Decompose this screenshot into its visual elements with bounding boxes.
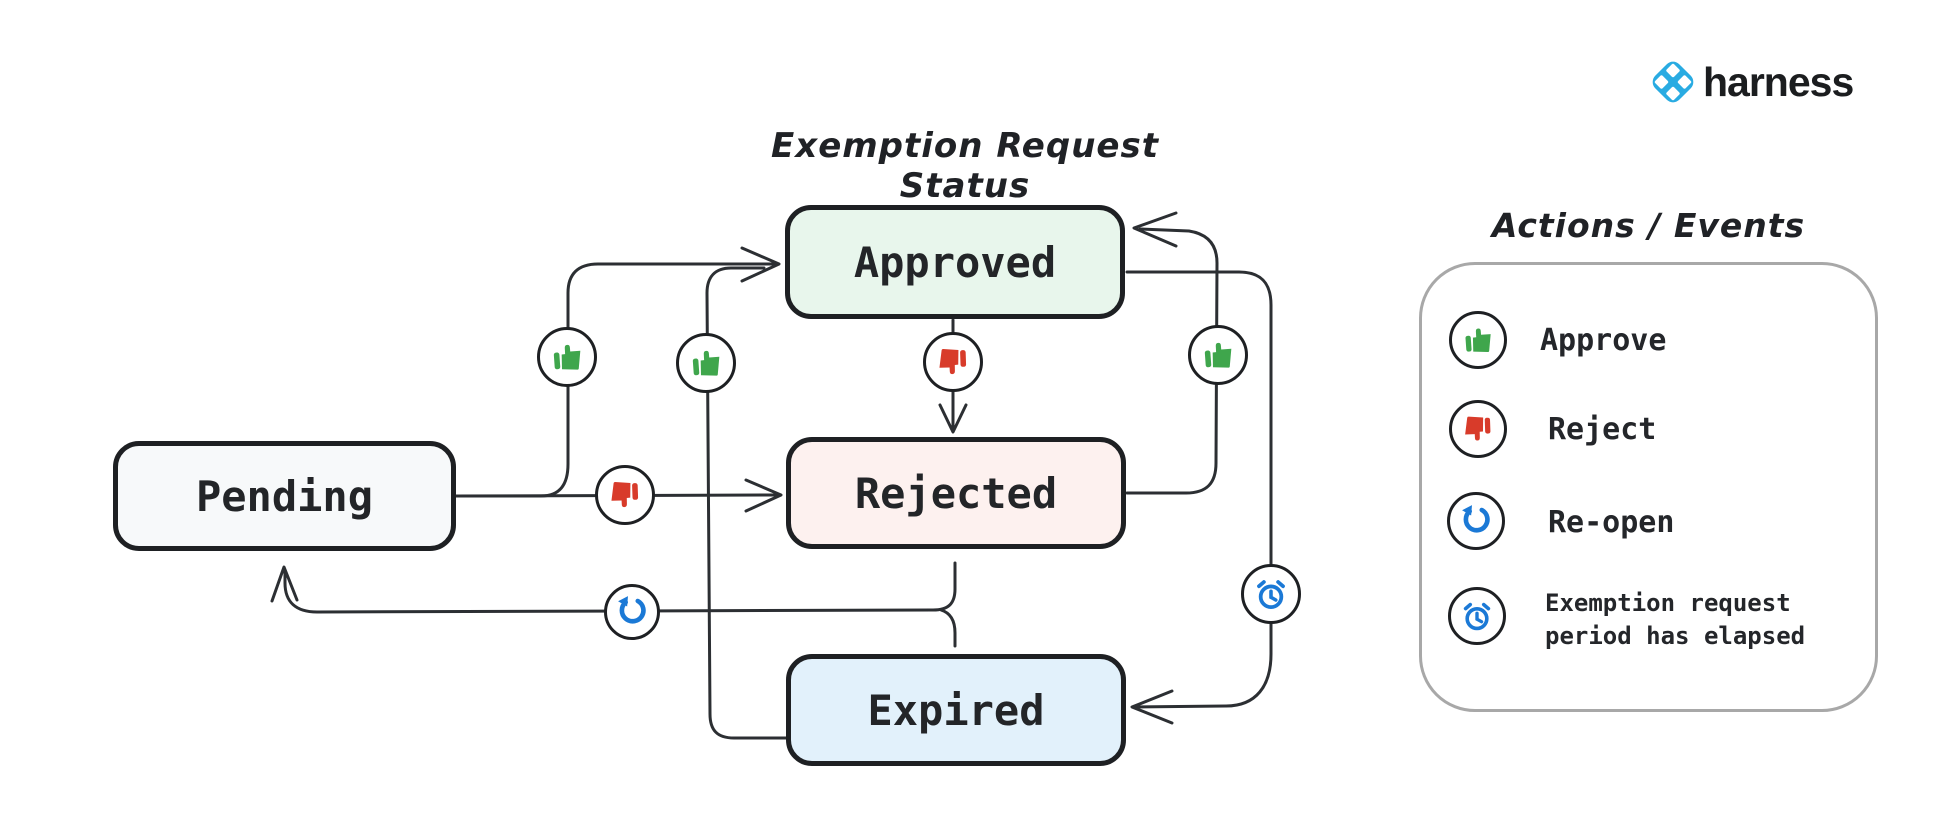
state-rejected: Rejected xyxy=(786,437,1126,549)
thumbs-down-icon xyxy=(939,348,967,375)
legend-icon-reopen xyxy=(1447,492,1505,550)
edge-pending-rejected-arrowhead xyxy=(744,478,783,513)
state-expired: Expired xyxy=(786,654,1126,766)
edge-pending-approved-arrowhead xyxy=(740,246,781,283)
diagram-title: Exemption Request Status xyxy=(771,126,1159,206)
legend-icon-approve xyxy=(1449,311,1507,369)
state-pending-label: Pending xyxy=(195,471,373,521)
edge-icon-approve-2 xyxy=(676,333,736,393)
brand-logo: harness xyxy=(1646,55,1854,109)
alarm-clock-icon xyxy=(1463,602,1491,631)
edge-approved-expired xyxy=(1125,270,1273,709)
state-approved-label: Approved xyxy=(853,237,1057,287)
edge-approved-expired-arrowhead xyxy=(1130,689,1174,725)
thumbs-up-icon xyxy=(692,350,720,376)
reopen-icon xyxy=(618,596,646,624)
edge-expired-reopen-stub xyxy=(939,608,957,648)
brand-wordmark: harness xyxy=(1703,58,1854,105)
thumbs-up-icon xyxy=(1204,342,1232,368)
harness-logo-icon xyxy=(1652,61,1694,103)
state-approved: Approved xyxy=(785,205,1125,319)
edge-icon-approve-3 xyxy=(1188,325,1248,385)
edge-rejected-approved-arrowhead xyxy=(1132,211,1178,248)
edge-reopen-arrowhead xyxy=(270,565,299,603)
legend-label-approve: Approve xyxy=(1540,323,1667,358)
legend-title: Actions / Events xyxy=(1491,206,1806,245)
edge-icon-reject-1 xyxy=(923,332,983,392)
thumbs-down-icon xyxy=(611,481,639,508)
edge-icon-reopen xyxy=(604,584,660,640)
legend-label-elapsed: Exemption request period has elapsed xyxy=(1545,589,1806,650)
thumbs-up-icon xyxy=(1465,328,1491,353)
legend-label-reopen: Re-open xyxy=(1548,505,1675,540)
alarm-clock-icon xyxy=(1257,580,1285,610)
edge-expired-approved xyxy=(705,266,789,740)
legend-icon-reject xyxy=(1449,400,1507,458)
legend-icon-elapsed xyxy=(1448,587,1506,645)
edge-icon-elapsed xyxy=(1241,564,1301,624)
edge-icon-reject-2 xyxy=(595,465,655,525)
thumbs-up-icon xyxy=(553,344,581,370)
state-pending: Pending xyxy=(113,441,456,551)
edge-approved-rejected-arrowhead xyxy=(938,403,968,434)
state-rejected-label: Rejected xyxy=(854,468,1058,518)
edge-icon-approve-1 xyxy=(537,327,597,387)
reopen-icon xyxy=(1462,505,1490,533)
state-expired-label: Expired xyxy=(867,685,1045,735)
thumbs-down-icon xyxy=(1465,416,1491,441)
legend-label-reject: Reject xyxy=(1548,412,1657,447)
